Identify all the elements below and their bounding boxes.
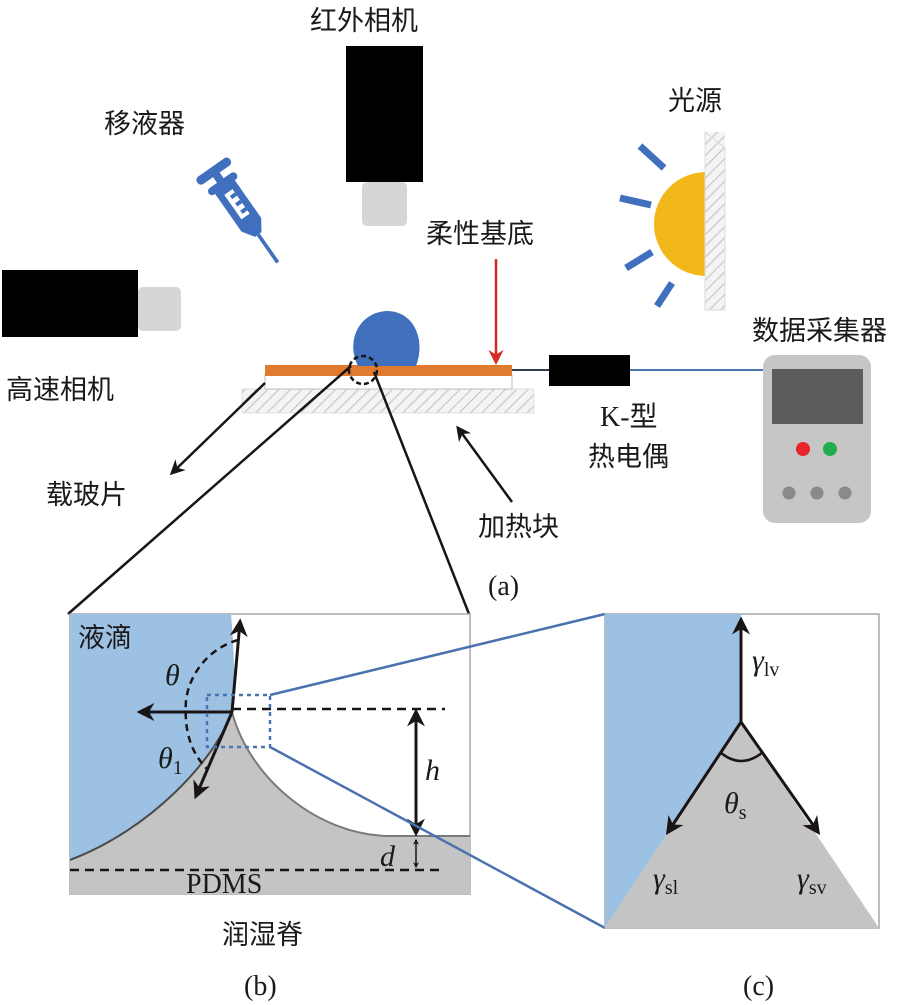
zoom-connector-bottom [269, 745, 606, 930]
data-logger-label: 数据采集器 [752, 316, 887, 347]
solid-region [605, 722, 879, 928]
logger-button-3 [838, 486, 852, 500]
ir-camera-body [346, 46, 423, 182]
panel-b-label: (b) [244, 971, 277, 1002]
theta1-symbol: θ1 [158, 742, 183, 779]
thermocouple-label-type: K-型 [600, 401, 658, 433]
high-speed-camera-label: 高速相机 [6, 375, 114, 406]
panel-c-force-balance: γlv θs γsl γsv [604, 613, 880, 929]
thermocouple-label: 热电偶 [588, 442, 669, 473]
gamma-lv-symbol: γlv [752, 644, 779, 681]
glass-slide-pointer-arrow [169, 382, 266, 476]
droplet-liquid-region [70, 614, 235, 860]
gamma-sl-arrow [666, 721, 743, 835]
logger-button-1 [782, 486, 796, 500]
ir-camera-lens [362, 182, 407, 226]
theta-s-symbol: θs [724, 787, 747, 824]
zoom-connector-top [269, 612, 606, 697]
infrared-camera [346, 46, 423, 226]
pipette-label: 移液器 [104, 109, 185, 140]
ridge-slope-arrow [193, 711, 234, 800]
gamma-sv-symbol: γsv [797, 862, 827, 899]
theta-s-angle-arc [719, 751, 764, 763]
liquid-vapor-tension-arrow [229, 618, 248, 713]
pdms-label: PDMS [186, 869, 262, 900]
glass-slide [264, 374, 513, 390]
liquid-region [605, 614, 741, 928]
depth-symbol-d: d [380, 840, 396, 873]
theta-angle-arc [184, 638, 239, 771]
heating-block-label: 加热块 [478, 512, 559, 543]
data-logger-screen [772, 369, 863, 424]
glass-slide-label: 载玻片 [46, 480, 127, 511]
panel-c-label: (c) [743, 971, 774, 1002]
light-rays [619, 143, 675, 308]
droplet [353, 311, 420, 366]
sun-icon [654, 172, 706, 276]
hs-camera-body [2, 270, 138, 337]
heating-block-pointer-arrow [456, 425, 514, 503]
zoom-region-circle [347, 354, 379, 386]
gamma-sv-arrow [739, 721, 821, 835]
pipette-icon [196, 157, 280, 264]
hs-camera-lens [138, 287, 181, 331]
thermocouple-probe [549, 355, 630, 386]
flexible-substrate-label: 柔性基底 [426, 219, 534, 250]
light-source-label: 光源 [668, 86, 722, 117]
flexible-substrate [265, 365, 512, 376]
red-indicator-light [796, 442, 810, 456]
high-speed-camera [2, 270, 181, 337]
zoom-connector-right [372, 371, 471, 615]
data-logger [763, 355, 871, 523]
droplet-label: 液滴 [78, 623, 132, 654]
pdms-region [70, 712, 470, 894]
wetting-ridge-label: 润湿脊 [222, 920, 303, 951]
zoom-region-box [205, 693, 272, 749]
panel-b-wetting-ridge: 液滴 θ θ1 h d PDMS [69, 613, 471, 900]
height-symbol-h: h [425, 754, 440, 787]
theta-symbol: θ [165, 659, 180, 692]
panel-a-label: (a) [488, 571, 519, 602]
zoom-connector-left [67, 365, 352, 615]
gamma-sl-symbol: γsl [653, 862, 679, 899]
logger-button-2 [810, 486, 824, 500]
green-indicator-light [823, 442, 837, 456]
ir-camera-label: 红外相机 [310, 6, 418, 37]
light-source-icon [619, 130, 726, 311]
